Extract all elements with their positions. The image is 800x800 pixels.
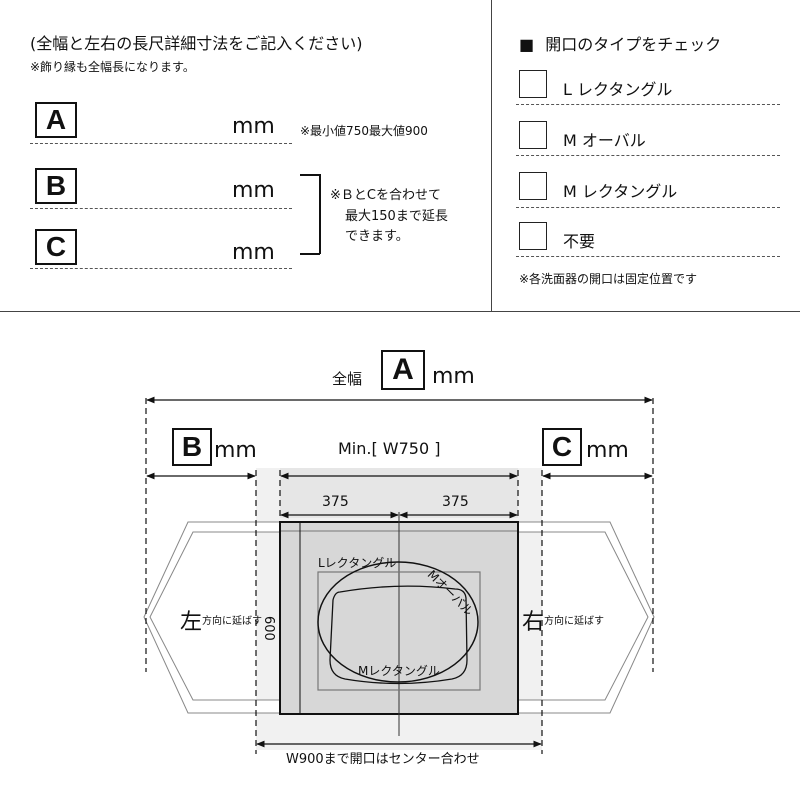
l-rectangle-label: Lレクタングル [318,556,397,570]
checkbox-m-rectangle[interactable] [519,172,547,200]
frame-note: ※飾り縁も全幅長になります。 [30,60,195,74]
diagram-a-letter: A [381,350,425,390]
opening-type-heading-text: 開口のタイプをチェック [545,35,722,54]
m-rectangle-shape [329,585,468,685]
depth-label: 600 [261,616,276,641]
diagram-b-letter: B [172,428,212,466]
diagram-c-letter: C [542,428,582,466]
option-divider [516,155,780,156]
bc-bracket-top [300,174,320,176]
field-c-letter: C [35,229,77,265]
option-m-oval-label: M オーバル [563,131,646,150]
field-a-input-line[interactable] [30,143,292,144]
half-left-label: 375 [322,494,349,510]
checkbox-l-rectangle[interactable] [519,70,547,98]
checkbox-m-oval[interactable] [519,121,547,149]
field-a-unit: mm [232,114,275,139]
half-right-label: 375 [442,494,469,510]
option-l-rectangle-label: L レクタングル [563,80,673,99]
field-b-unit: mm [232,178,275,203]
opening-type-heading: ■ 開口のタイプをチェック [519,31,721,55]
option-m-rectangle-label: M レクタングル [563,182,678,201]
field-a-note: ※最小値750最大値900 [300,124,428,138]
field-a-letter: A [35,102,77,138]
bc-bracket-side [319,174,321,254]
left-extend-big: 左 [180,610,203,635]
field-b-letter: B [35,168,77,204]
heading-square-icon: ■ [519,35,535,54]
field-c-input-line[interactable] [30,268,292,269]
left-extend-small: 方向に延ばす [202,616,262,627]
section-separator [0,311,800,312]
diagram-b-unit: mm [214,438,257,463]
total-width-label: 全幅 [332,370,363,388]
m-rectangle-label: Mレクタングル [358,664,440,678]
option-divider [516,104,780,105]
diagram-c-unit: mm [586,438,629,463]
bc-note-line1: ※ＢとCを合わせて [330,188,441,203]
bc-note-line3: できます。 [345,229,409,244]
option-divider [516,207,780,208]
field-c-unit: mm [232,240,275,265]
form-instruction: (全幅と左右の長尺詳細寸法をご記入ください) [30,34,363,53]
m-oval-shape [317,561,479,683]
bc-bracket-bottom [300,253,320,255]
bc-note-line2: 最大150まで延長 [345,209,448,224]
min-width-label: Min.[ W750 ] [338,439,441,458]
right-extend-big: 右 [522,610,545,635]
bottom-note: W900まで開口はセンター合わせ [286,752,480,767]
option-none-label: 不要 [563,232,596,251]
form-divider [491,0,492,312]
order-form: (全幅と左右の長尺詳細寸法をご記入ください) ※飾り縁も全幅長になります。 A … [0,0,800,312]
opening-type-note: ※各洗面器の開口は固定位置です [519,272,698,286]
l-rectangle-shape [317,571,481,691]
option-divider [516,256,780,257]
diagram-a-unit: mm [432,364,475,389]
field-b-input-line[interactable] [30,208,292,209]
checkbox-none[interactable] [519,222,547,250]
right-extend-small: 方向に延ばす [544,616,604,627]
